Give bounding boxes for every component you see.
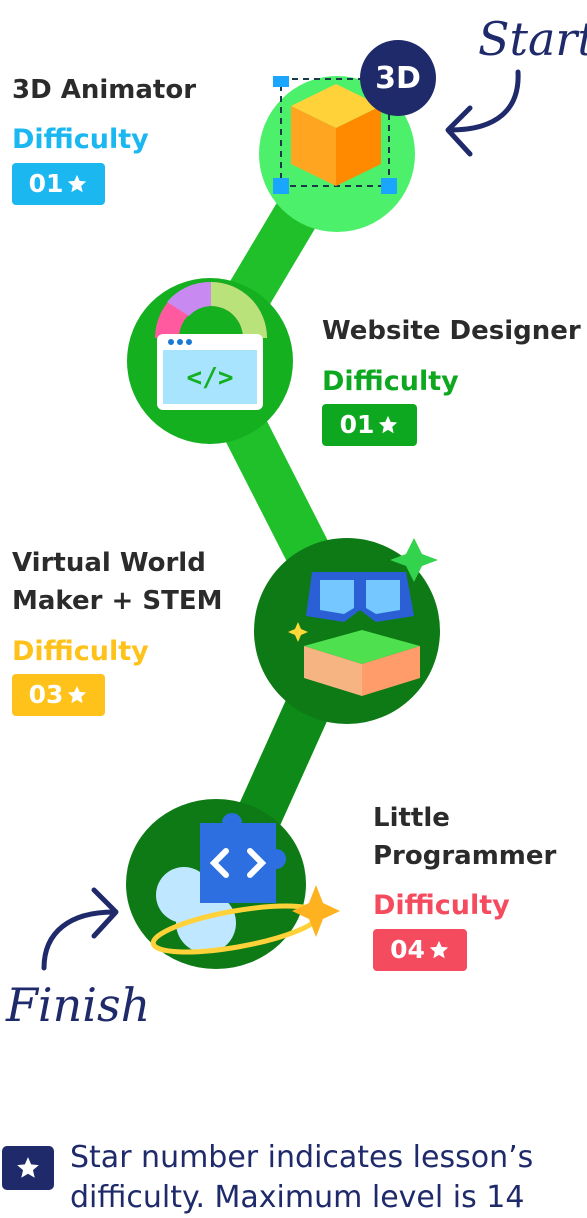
start-arrow-icon [445,69,521,157]
course-title-website-designer: Website Designer [322,316,581,346]
star-icon [429,940,449,959]
difficulty-badge: 01 [12,163,105,205]
star-icon [17,1157,39,1178]
legend-star-icon [2,1146,54,1190]
legend-text: Star number indicates lesson’s difficult… [70,1140,534,1215]
star-icon [68,174,87,193]
start-annotation: Start [478,12,587,66]
node-badge-3d: 3D [360,40,436,116]
star-icon [68,685,87,704]
node-virtual-world-maker[interactable] [254,538,440,724]
course-title-3d-animator: 3D Animator [12,75,197,105]
difficulty-badge: 04 [373,929,467,971]
difficulty-label: Difficulty [12,636,149,667]
finish-annotation: Finish [6,978,151,1032]
node-website-designer[interactable]: </> [127,278,293,444]
difficulty-label: Difficulty [322,366,459,397]
finish-arrow-icon [41,887,119,971]
difficulty-badge: 03 [12,674,105,716]
puzzle-code-icon [150,813,340,955]
node-little-programmer[interactable] [126,799,340,969]
svg-text:</>: </> [187,363,234,393]
difficulty-label: Difficulty [373,890,510,921]
course-title-little-programmer: Little Programmer [373,803,557,871]
code-window-icon: </> [155,281,267,410]
difficulty-badge: 01 [322,404,417,446]
course-title-virtual-world-maker: Virtual World Maker + STEM [12,548,223,616]
star-icon [379,415,398,434]
vr-goggles-icon [288,538,438,696]
difficulty-label: Difficulty [12,124,149,155]
